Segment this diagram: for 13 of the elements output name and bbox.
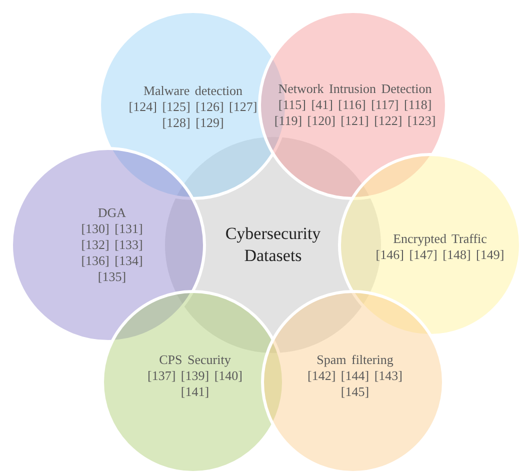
circle-heading: Network Intrusion Detection xyxy=(278,81,432,97)
circle-heading: Malware detection xyxy=(143,83,243,99)
circle-heading: Spam filtering xyxy=(316,352,394,368)
circle-heading: Encrypted Traffic xyxy=(393,231,487,247)
citation-list: [115] [41] [116] [117] [118] [119] [120] [121] [122] [123] xyxy=(263,97,447,129)
citation-list: [142] [144] [143] [145] xyxy=(295,368,415,400)
citation-list: [124] [125] [126] [127] [128] [129] xyxy=(123,99,263,131)
circle-heading: DGA xyxy=(98,205,126,221)
center-title: Cybersecurity Datasets xyxy=(224,223,322,267)
circle-heading: CPS Security xyxy=(159,352,231,368)
citation-list: [137] [139] [140] [141] xyxy=(135,368,255,400)
citation-list: [146] [147] [148] [149] xyxy=(376,247,504,263)
citation-list: [130] [131] [132] [133] [136] [134] [135] xyxy=(71,221,153,285)
